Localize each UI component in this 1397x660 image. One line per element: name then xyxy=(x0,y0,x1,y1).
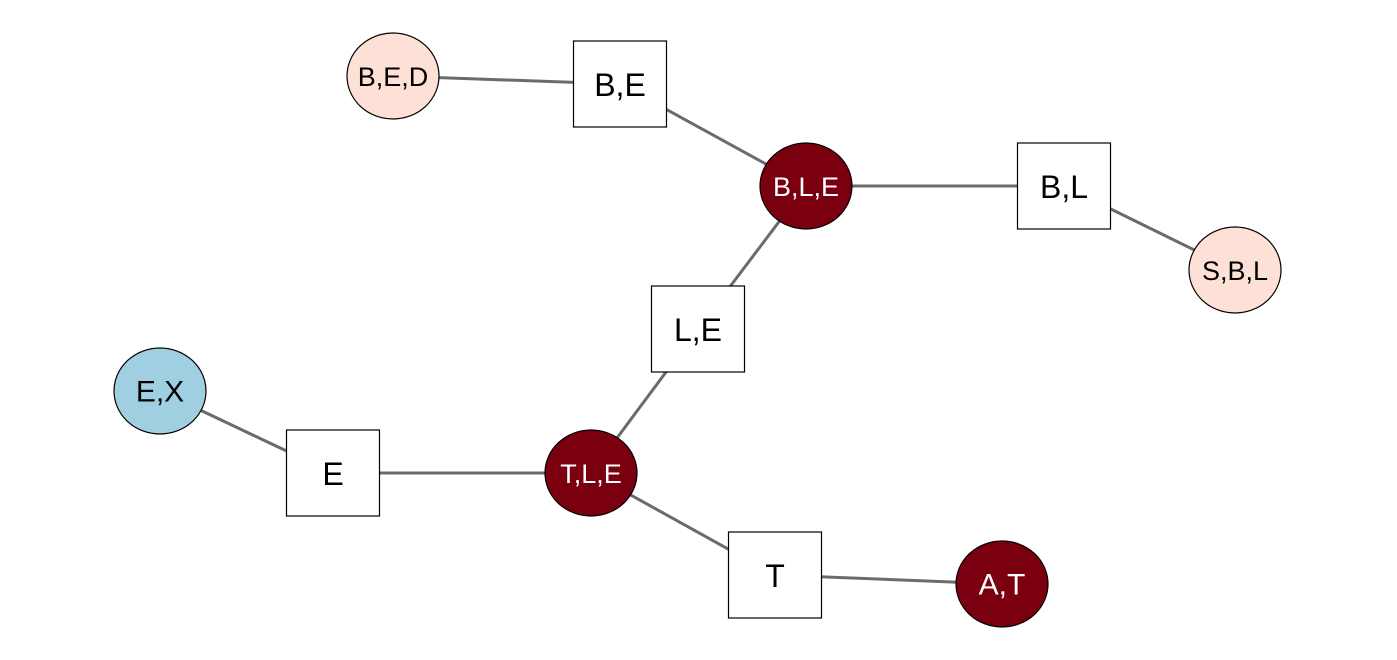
sepset-label: T xyxy=(765,558,785,594)
clique-label: T,L,E xyxy=(560,459,622,489)
sepset-box xyxy=(727,531,823,619)
clique-circle xyxy=(544,429,638,517)
sepset-box xyxy=(572,40,668,128)
sepset-label: B,E xyxy=(594,67,646,103)
clique-label: E,X xyxy=(136,376,184,409)
sepset-box xyxy=(1016,142,1112,230)
clique-node: T,L,E xyxy=(544,429,638,517)
sepset-node: T xyxy=(727,531,823,619)
clique-label: A,T xyxy=(979,569,1026,602)
sepset-box xyxy=(650,285,746,373)
sepset-node: L,E xyxy=(650,285,746,373)
sepset-label: L,E xyxy=(674,312,722,348)
clique-node: B,E,D xyxy=(346,32,440,120)
sepset-box xyxy=(285,429,381,517)
clique-label: B,L,E xyxy=(773,172,839,202)
sepset-node: B,E xyxy=(572,40,668,128)
clique-circle xyxy=(113,347,207,435)
sepset-label: E xyxy=(322,456,343,492)
sepset-node: B,L xyxy=(1016,142,1112,230)
clique-circle xyxy=(346,32,440,120)
clique-label: B,E,D xyxy=(358,62,429,92)
sepset-node: E xyxy=(285,429,381,517)
clique-circle xyxy=(955,540,1049,628)
clique-node: E,X xyxy=(113,347,207,435)
clique-label: S,B,L xyxy=(1202,256,1268,286)
sepset-label: B,L xyxy=(1040,169,1088,205)
clique-node: B,L,E xyxy=(759,142,853,230)
clique-node: S,B,L xyxy=(1188,226,1282,314)
clique-circle xyxy=(759,142,853,230)
nodes-layer: B,E B,L L,E E T B,E,D B,L,E S,B,L E,X T,L,E A,T xyxy=(113,32,1282,628)
clique-node: A,T xyxy=(955,540,1049,628)
clique-circle xyxy=(1188,226,1282,314)
